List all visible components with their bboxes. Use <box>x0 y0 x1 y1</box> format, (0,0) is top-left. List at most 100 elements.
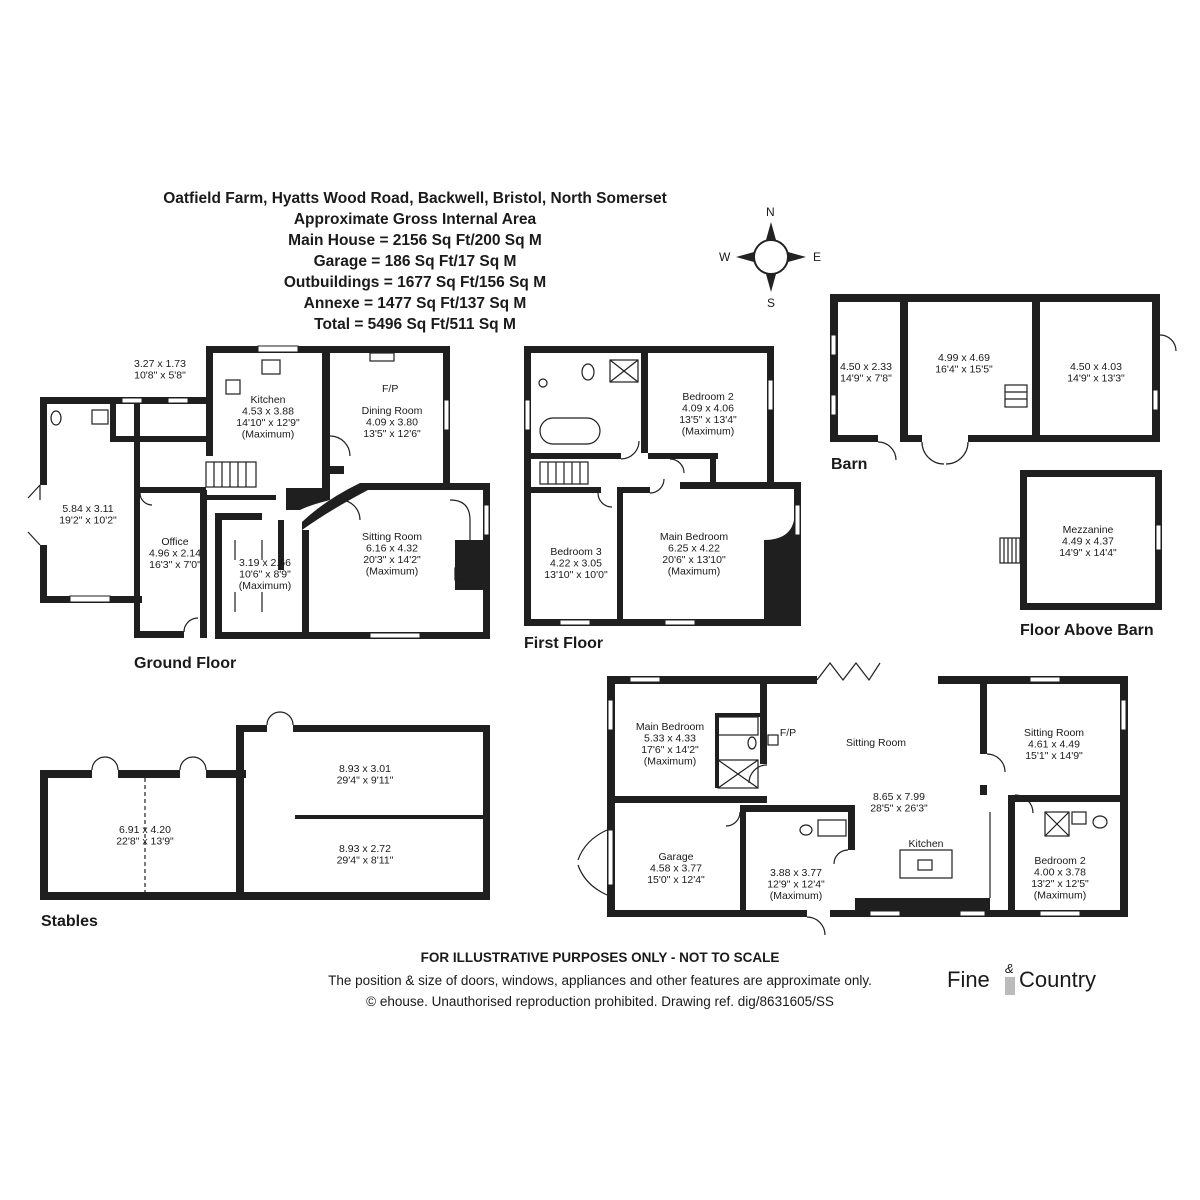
disclaimer-heading: FOR ILLUSTRATIVE PURPOSES ONLY - NOT TO … <box>420 950 780 965</box>
room-label-line: Bedroom 2 <box>1034 855 1086 867</box>
room-label-line: 13'5" x 13'4" <box>679 414 737 426</box>
room-label-line: 14'9" x 13'3" <box>1067 373 1125 385</box>
room-label-line: 6.16 x 4.32 <box>366 543 418 555</box>
compass-south: S <box>767 296 776 310</box>
room-label-line: Sitting Room <box>362 531 422 543</box>
first-floor-windows <box>524 379 801 626</box>
room-label-line: 15'0" x 12'4" <box>647 874 705 886</box>
stables-fittings <box>91 711 294 892</box>
room-label-line: 4.09 x 4.06 <box>682 403 734 415</box>
ground-floor-plan <box>40 346 490 639</box>
plan-title: Oatfield Farm, Hyatts Wood Road, Backwel… <box>163 190 667 207</box>
room-label-line: 4.53 x 3.88 <box>242 406 294 418</box>
room-label-line: 29'4" x 8'11" <box>337 855 394 867</box>
room-label-line: 4.50 x 4.03 <box>1070 361 1122 373</box>
compass-east: E <box>813 250 822 264</box>
room-label-line: Dining Room <box>362 405 423 417</box>
room-label-line: Main Bedroom <box>660 531 729 543</box>
room-label-line: 13'2" x 12'5" <box>1031 878 1089 890</box>
room-label-annexe-fp: F/P <box>780 727 796 739</box>
mezzanine-window <box>1155 524 1162 551</box>
room-label-annexe-kitchen: Kitchen <box>908 838 943 850</box>
room-label-line: (Maximum) <box>242 429 295 441</box>
mezzanine-fittings <box>999 537 1021 564</box>
room-label-line: 6.91 x 4.20 <box>119 824 171 836</box>
area-main-house: Main House = 2156 Sq Ft/200 Sq M <box>288 232 542 249</box>
room-label-line: 14'10" x 12'9" <box>236 417 300 429</box>
ground-floor-label: Ground Floor <box>134 655 237 672</box>
room-label-line: 6.25 x 4.22 <box>668 543 720 555</box>
logo-left: Fine <box>947 967 990 992</box>
floor-above-barn-label: Floor Above Barn <box>1020 622 1154 639</box>
room-label-line: 3.88 x 3.77 <box>770 867 822 879</box>
room-label-line: Office <box>161 536 188 548</box>
room-label-line: (Maximum) <box>682 426 735 438</box>
room-label-line: 5.84 x 3.11 <box>62 503 113 515</box>
room-label-line: 10'8" x 5'8" <box>134 370 186 382</box>
room-label-line: 12'9" x 12'4" <box>767 879 825 891</box>
room-label-line: 3.19 x 2.66 <box>239 557 291 569</box>
fine-and-country-logo: Fine & Country <box>945 961 1125 1003</box>
room-label-line: Bedroom 3 <box>550 546 602 558</box>
dining-fireplace-label: F/P <box>382 383 398 395</box>
room-label-line: 17'6" x 14'2" <box>641 744 699 756</box>
room-label-line: Mezzanine <box>1063 524 1114 536</box>
room-label-line: (Maximum) <box>644 756 697 768</box>
room-label-line: 8.93 x 3.01 <box>339 763 391 775</box>
room-label-line: 14'9" x 7'8" <box>840 373 892 385</box>
room-label-line: 4.58 x 3.77 <box>650 863 702 875</box>
room-label-line: F/P <box>780 727 796 739</box>
room-label-line: 5.33 x 4.33 <box>644 733 696 745</box>
room-label-line: 20'6" x 13'10" <box>662 554 726 566</box>
room-label-line: 13'5" x 12'6" <box>363 428 421 440</box>
plan-subtitle: Approximate Gross Internal Area <box>293 211 537 228</box>
barn-fittings <box>877 334 1177 465</box>
barn-windows <box>830 334 1159 416</box>
room-label-line: 10'6" x 8'9" <box>239 569 291 581</box>
room-label-annexe-sitting-label: Sitting Room <box>846 737 906 749</box>
compass-icon <box>736 222 806 292</box>
room-label-line: Kitchen <box>250 394 285 406</box>
room-label-line: (Maximum) <box>239 580 292 592</box>
stables-plan <box>40 725 490 900</box>
room-label-line: Main Bedroom <box>636 721 705 733</box>
logo-right: Country <box>1019 967 1096 992</box>
annexe-windows <box>607 676 1127 917</box>
room-label-line: 20'3" x 14'2" <box>363 554 421 566</box>
room-label-line: Bedroom 2 <box>682 391 734 403</box>
first-floor-fittings <box>538 359 685 508</box>
room-label-line: 28'5" x 26'3" <box>870 803 928 815</box>
stables-label: Stables <box>41 913 98 930</box>
room-label-line: 4.22 x 3.05 <box>550 558 602 570</box>
room-label-line: Sitting Room <box>846 737 906 749</box>
room-label-line: 16'4" x 15'5" <box>935 364 993 376</box>
compass-west: W <box>719 250 731 264</box>
area-outbuildings: Outbuildings = 1677 Sq Ft/156 Sq M <box>283 274 547 291</box>
room-label-line: 4.99 x 4.69 <box>938 352 990 364</box>
compass-north: N <box>766 205 775 219</box>
barn-plan <box>830 294 1160 442</box>
room-label-line: 15'1" x 14'9" <box>1025 750 1083 762</box>
room-label-line: 22'8" x 13'9" <box>116 836 174 848</box>
area-total: Total = 5496 Sq Ft/511 Sq M <box>314 316 516 333</box>
ground-floor-fittings <box>27 352 471 633</box>
annexe-fittings <box>577 662 1108 936</box>
room-label-line: 14'9" x 14'4" <box>1059 547 1117 559</box>
